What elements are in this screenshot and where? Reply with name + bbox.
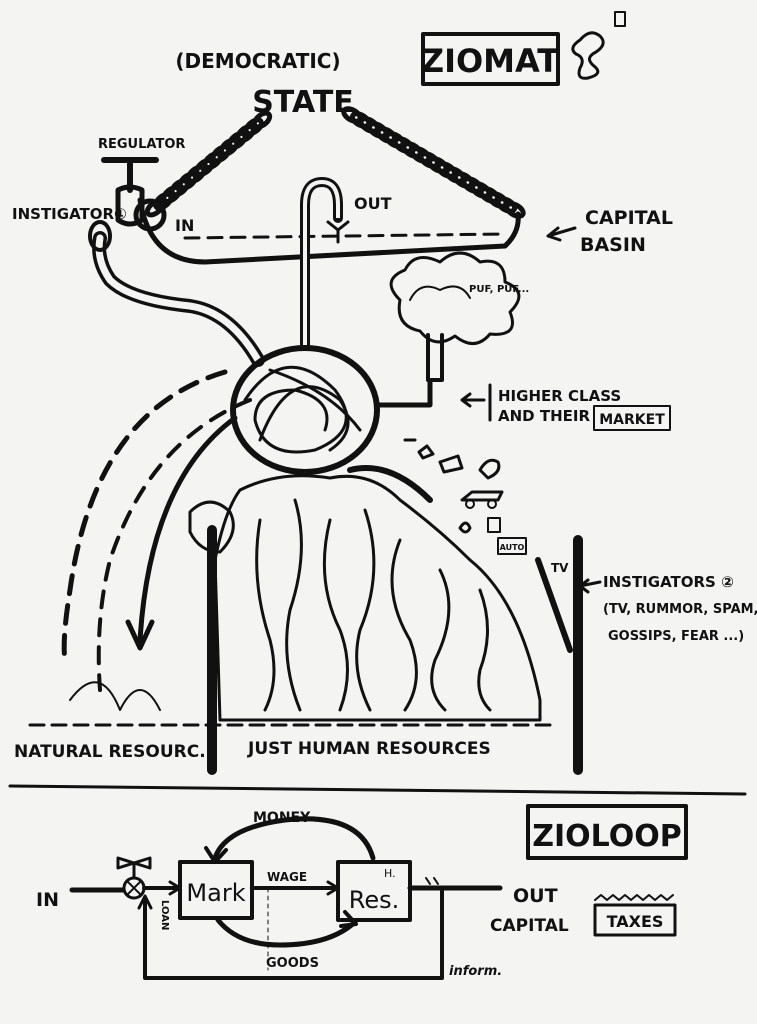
left-chain [144, 110, 273, 218]
section-divider [8, 784, 747, 796]
chain-link [194, 157, 215, 177]
instigators-2-label: INSTIGATORS ② [603, 573, 734, 591]
loan-label: LOAN [159, 900, 170, 930]
res-label: Res. [349, 886, 400, 914]
basin-label: BASIN [580, 234, 646, 256]
instigators-2-line2: GOSSIPS, FEAR ...) [608, 629, 744, 644]
goods-label: GOODS [266, 956, 319, 971]
market-label: MARKET [599, 412, 665, 428]
chain-link [235, 124, 256, 143]
flying-goods: AUTO [403, 438, 527, 555]
instigators-2-arrow [578, 578, 602, 594]
out-label-loop: OUT [513, 885, 558, 907]
in-label-loop: IN [36, 889, 59, 911]
natural-resources-label: NATURAL RESOURC. [14, 742, 206, 762]
chain-link [495, 196, 518, 214]
capital-label: CAPITAL [585, 207, 673, 229]
out-pipe [300, 177, 350, 350]
chain-link [218, 137, 240, 157]
instigator-1-label: INSTIGATOR① [12, 205, 127, 223]
regulator-label: REGULATOR [98, 137, 185, 152]
smoke-cloud-icon [389, 251, 521, 382]
capital-arrow [546, 226, 577, 242]
chain-link [243, 117, 264, 137]
h-res-box: H. Res. [336, 860, 412, 922]
higher-class-line1: HIGHER CLASS [498, 387, 621, 405]
chain-link [144, 198, 166, 218]
zioloop-title: ZIOLOOP [532, 819, 681, 854]
chain-link [177, 171, 199, 191]
chain-link [227, 130, 248, 150]
human-resources-label: JUST HUMAN RESOURCES [247, 739, 491, 759]
out-line [407, 877, 503, 891]
chain-link [251, 110, 273, 130]
in-label: IN [175, 216, 194, 235]
auto-label: AUTO [500, 543, 525, 552]
h-label: H. [384, 867, 396, 880]
feedback-loop [137, 886, 444, 980]
tangle-ball [230, 345, 433, 475]
chain-link [202, 151, 223, 171]
chain-link [186, 164, 207, 184]
capital-label-loop: CAPITAL [490, 916, 569, 936]
mark-box: Mark [178, 860, 254, 920]
right-fence-post [535, 535, 583, 775]
wage-label: WAGE [267, 870, 307, 884]
state-qualifier: (DEMOCRATIC) [175, 49, 340, 73]
chain-link [504, 201, 526, 219]
higher-class-arrow [460, 383, 492, 422]
chain-link [210, 144, 231, 164]
tv-small-label: TV [551, 561, 569, 575]
chain-link [169, 178, 190, 198]
human-resources-mass [213, 465, 542, 722]
ziomat-logo-scribble [571, 11, 626, 80]
higher-class-line2: AND THEIR [498, 407, 590, 425]
mark-label: Mark [186, 879, 245, 907]
chain-link [161, 185, 182, 204]
ziomat-title-box: ZIOMAT [421, 32, 560, 86]
inform-label: inform. [449, 964, 502, 979]
chain-link [153, 191, 174, 211]
taxes-label: TAXES [607, 912, 664, 931]
instigator-1-pipe [88, 220, 265, 367]
puf-label: PUF, PUF... [469, 284, 529, 295]
market-box: MARKET [593, 405, 671, 431]
regulator-faucet-icon [101, 157, 167, 232]
valve-to-mark-line [142, 880, 182, 896]
left-fence-post [188, 500, 235, 775]
instigators-2-line1: (TV, RUMMOR, SPAM, [603, 602, 757, 617]
goods-arrow [215, 910, 358, 948]
ziomat-title: ZIOMAT [421, 42, 559, 80]
zioloop-title-box: ZIOLOOP [526, 804, 688, 860]
taxes-box: TAXES [593, 894, 677, 937]
right-chain [341, 106, 526, 219]
out-label: OUT [354, 194, 392, 213]
natural-resources-arcs [61, 369, 252, 711]
